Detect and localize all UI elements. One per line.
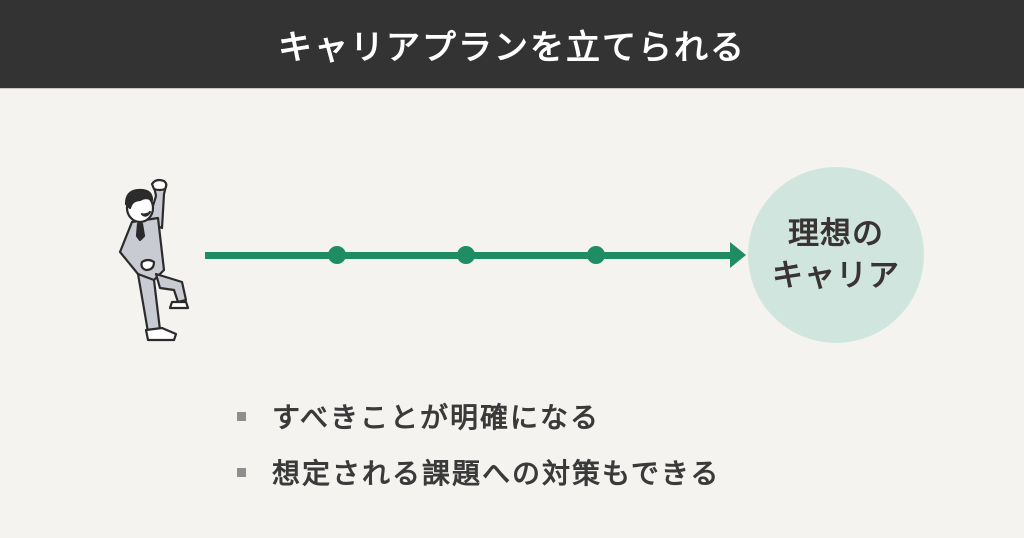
goal-label-line1: 理想の <box>788 216 884 252</box>
milestone-dot-1 <box>328 246 346 264</box>
goal-label-line2: キャリア <box>772 258 900 294</box>
milestone-dot-3 <box>587 246 605 264</box>
milestone-dot-2 <box>457 246 475 264</box>
benefits-list: すべきことが明確になる 想定される課題への対策もできる <box>237 388 720 500</box>
benefit-text: 想定される課題への対策もできる <box>272 457 721 490</box>
page-title: キャリアプランを立てられる <box>278 27 746 68</box>
benefit-text: すべきことが明確になる <box>272 401 601 434</box>
list-item: 想定される課題への対策もできる <box>237 444 720 500</box>
ideal-career-circle: 理想の キャリア <box>748 167 924 343</box>
list-item: すべきことが明確になる <box>237 388 720 444</box>
arrow-right-icon <box>730 242 746 268</box>
square-bullet-icon <box>237 467 246 477</box>
square-bullet-icon <box>237 411 246 421</box>
header-bar: キャリアプランを立てられる <box>0 0 1024 89</box>
businessman-cheering-icon <box>118 178 190 342</box>
career-timeline-arrow <box>205 242 746 268</box>
